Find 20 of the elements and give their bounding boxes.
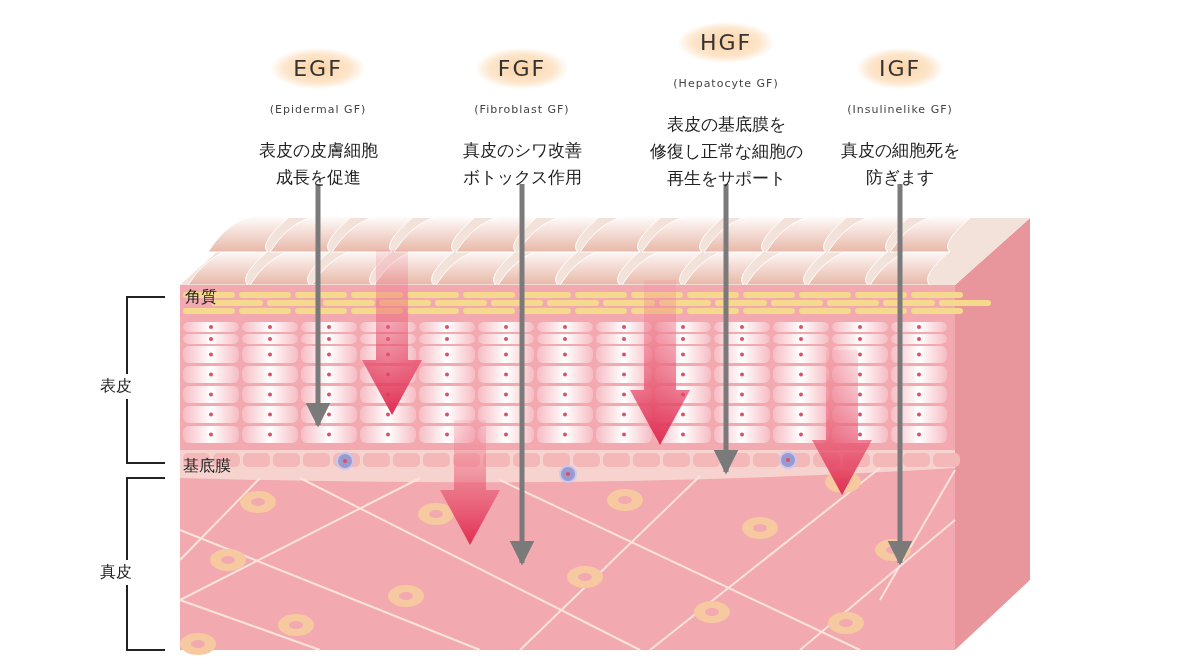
growth-factor-full-name: (Hepatocyte GF) bbox=[672, 77, 780, 90]
growth-factor-full-name: (Epidermal GF) bbox=[268, 103, 368, 116]
layer-label: 基底膜 bbox=[183, 456, 231, 477]
layer-label: 真皮 bbox=[100, 560, 132, 585]
growth-factor-name: EGF bbox=[271, 48, 365, 89]
growth-factor-description: 真皮の細胞死を防ぎます bbox=[840, 139, 960, 189]
growth-factor-description: 真皮のシワ改善ボトックス作用 bbox=[462, 139, 582, 189]
growth-factor-full-name: (Insulinelike GF) bbox=[846, 103, 954, 116]
growth-factor-description: 表皮の基底膜を修復し正常な細胞の再生をサポート bbox=[649, 113, 803, 190]
arrow bbox=[713, 184, 739, 475]
growth-factor-name: IGF bbox=[856, 48, 944, 89]
arrow bbox=[887, 184, 913, 566]
growth-factor-name: HGF bbox=[677, 22, 775, 63]
growth-factor-full-name: (Fibroblast GF) bbox=[473, 103, 571, 116]
growth-factor-description: 表皮の皮膚細胞成長を促進 bbox=[258, 139, 378, 189]
layer-label: 表皮 bbox=[100, 374, 132, 399]
arrow bbox=[509, 184, 535, 566]
arrow bbox=[305, 184, 331, 428]
layer-label: 角質 bbox=[185, 287, 217, 308]
growth-factor-name: FGF bbox=[475, 48, 569, 89]
